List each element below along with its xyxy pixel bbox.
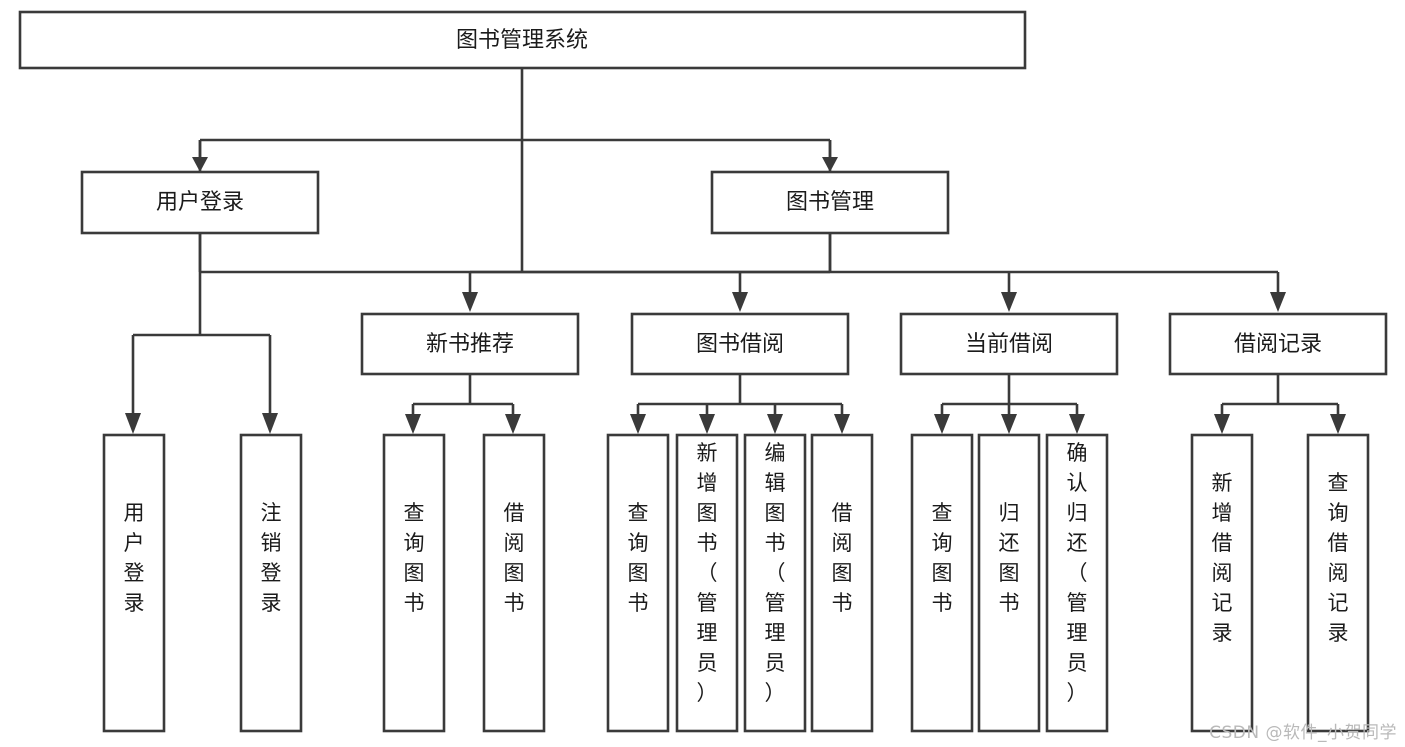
arrow-to-leaf-borrow-book-2 <box>834 414 850 434</box>
arrow-to-leaf-confirm-return <box>1069 414 1085 434</box>
leaf-user-login-box[interactable] <box>102 433 166 733</box>
leaf-query-record-box[interactable] <box>1306 433 1370 733</box>
node-borrow-record-box[interactable] <box>1168 312 1388 376</box>
leaf-query-record[interactable]: 查询借阅记录 <box>1306 433 1370 733</box>
arrow-to-leaf-edit-book <box>767 414 783 434</box>
leaf-edit-book-label: 编辑图书（管理员） <box>765 441 786 705</box>
node-new-book-rec-label: 新书推荐 <box>426 332 514 357</box>
leaf-add-book-box[interactable] <box>675 433 739 733</box>
leaf-add-book-label: 新增图书（管理员） <box>697 441 718 705</box>
leaf-query-book-2-box[interactable] <box>606 433 670 733</box>
node-new-book-rec[interactable]: 新书推荐 <box>360 312 580 376</box>
node-user-login-box[interactable] <box>80 170 320 235</box>
leaf-add-record-box[interactable] <box>1190 433 1254 733</box>
node-book-borrow[interactable]: 图书借阅 <box>630 312 850 376</box>
arrow-to-leaf-query-book-3 <box>934 414 950 434</box>
arrow-to-leaf-return-book <box>1001 414 1017 434</box>
node-root[interactable]: 图书管理系统 <box>18 10 1027 70</box>
arrow-to-borrow-record <box>1270 292 1286 312</box>
leaf-query-book-3-label: 查询图书 <box>932 501 953 615</box>
leaf-user-logout-box[interactable] <box>239 433 303 733</box>
leaf-borrow-book-2-box[interactable] <box>810 433 874 733</box>
node-root-box[interactable] <box>18 10 1027 70</box>
node-book-borrow-box[interactable] <box>630 312 850 376</box>
leaf-query-book-2[interactable]: 查询图书 <box>606 433 670 733</box>
leaf-query-book-1[interactable]: 查询图书 <box>382 433 446 733</box>
arrow-to-book-borrow <box>732 292 748 312</box>
edges-layer <box>125 68 1346 434</box>
node-current-borrow-box[interactable] <box>899 312 1119 376</box>
leaf-confirm-return-label: 确认归还（管理员） <box>1067 441 1088 705</box>
leaf-edit-book-box[interactable] <box>743 433 807 733</box>
leaf-query-record-label: 查询借阅记录 <box>1328 471 1349 645</box>
leaf-borrow-book-1-label: 借阅图书 <box>504 501 525 615</box>
node-borrow-record-label: 借阅记录 <box>1234 332 1322 357</box>
arrow-to-leaf-add-book <box>699 414 715 434</box>
leaf-borrow-book-1-box[interactable] <box>482 433 546 733</box>
leaf-edit-book[interactable]: 编辑图书（管理员） <box>743 433 807 733</box>
node-new-book-rec-box[interactable] <box>360 312 580 376</box>
arrow-to-book-manage <box>822 157 838 172</box>
leaf-query-book-1-label: 查询图书 <box>404 501 425 615</box>
node-current-borrow[interactable]: 当前借阅 <box>899 312 1119 376</box>
arrow-to-leaf-query-book-1 <box>405 414 421 434</box>
node-user-login-label: 用户登录 <box>156 190 244 215</box>
arrow-to-new-book-rec <box>462 292 478 312</box>
node-root-label: 图书管理系统 <box>456 28 588 53</box>
node-book-manage[interactable]: 图书管理 <box>710 170 950 235</box>
leaf-confirm-return-box[interactable] <box>1045 433 1109 733</box>
leaf-return-book[interactable]: 归还图书 <box>977 433 1041 733</box>
arrow-to-leaf-borrow-book-1 <box>505 414 521 434</box>
node-borrow-record[interactable]: 借阅记录 <box>1168 312 1388 376</box>
arrow-to-leaf-query-book-2 <box>630 414 646 434</box>
leaf-borrow-book-2-label: 借阅图书 <box>832 501 853 615</box>
leaf-add-book[interactable]: 新增图书（管理员） <box>675 433 739 733</box>
leaf-user-logout-label: 注销登录 <box>261 501 282 615</box>
arrow-to-leaf-query-record <box>1330 414 1346 434</box>
leaf-add-record[interactable]: 新增借阅记录 <box>1190 433 1254 733</box>
leaf-borrow-book-2[interactable]: 借阅图书 <box>810 433 874 733</box>
leaf-query-book-3[interactable]: 查询图书 <box>910 433 974 733</box>
arrow-to-user-login <box>192 157 208 172</box>
leaf-user-login[interactable]: 用户登录 <box>102 433 166 733</box>
leaf-return-book-label: 归还图书 <box>999 501 1020 615</box>
leaf-user-logout[interactable]: 注销登录 <box>239 433 303 733</box>
arrow-to-current-borrow <box>1001 292 1017 312</box>
leaf-query-book-1-box[interactable] <box>382 433 446 733</box>
node-book-manage-box[interactable] <box>710 170 950 235</box>
node-book-manage-label: 图书管理 <box>786 190 874 215</box>
node-book-borrow-label: 图书借阅 <box>696 332 784 357</box>
leaf-return-book-box[interactable] <box>977 433 1041 733</box>
arrow-to-leaf-user-login <box>125 413 141 434</box>
arrow-to-leaf-add-record <box>1214 414 1230 434</box>
node-user-login[interactable]: 用户登录 <box>80 170 320 235</box>
leaf-confirm-return[interactable]: 确认归还（管理员） <box>1045 433 1109 733</box>
node-current-borrow-label: 当前借阅 <box>965 332 1053 357</box>
leaf-query-book-2-label: 查询图书 <box>628 501 649 615</box>
arrow-to-leaf-user-logout <box>262 413 278 434</box>
leaf-query-book-3-box[interactable] <box>910 433 974 733</box>
leaf-add-record-label: 新增借阅记录 <box>1212 471 1233 645</box>
leaf-user-login-label: 用户登录 <box>124 501 145 615</box>
leaf-borrow-book-1[interactable]: 借阅图书 <box>482 433 546 733</box>
